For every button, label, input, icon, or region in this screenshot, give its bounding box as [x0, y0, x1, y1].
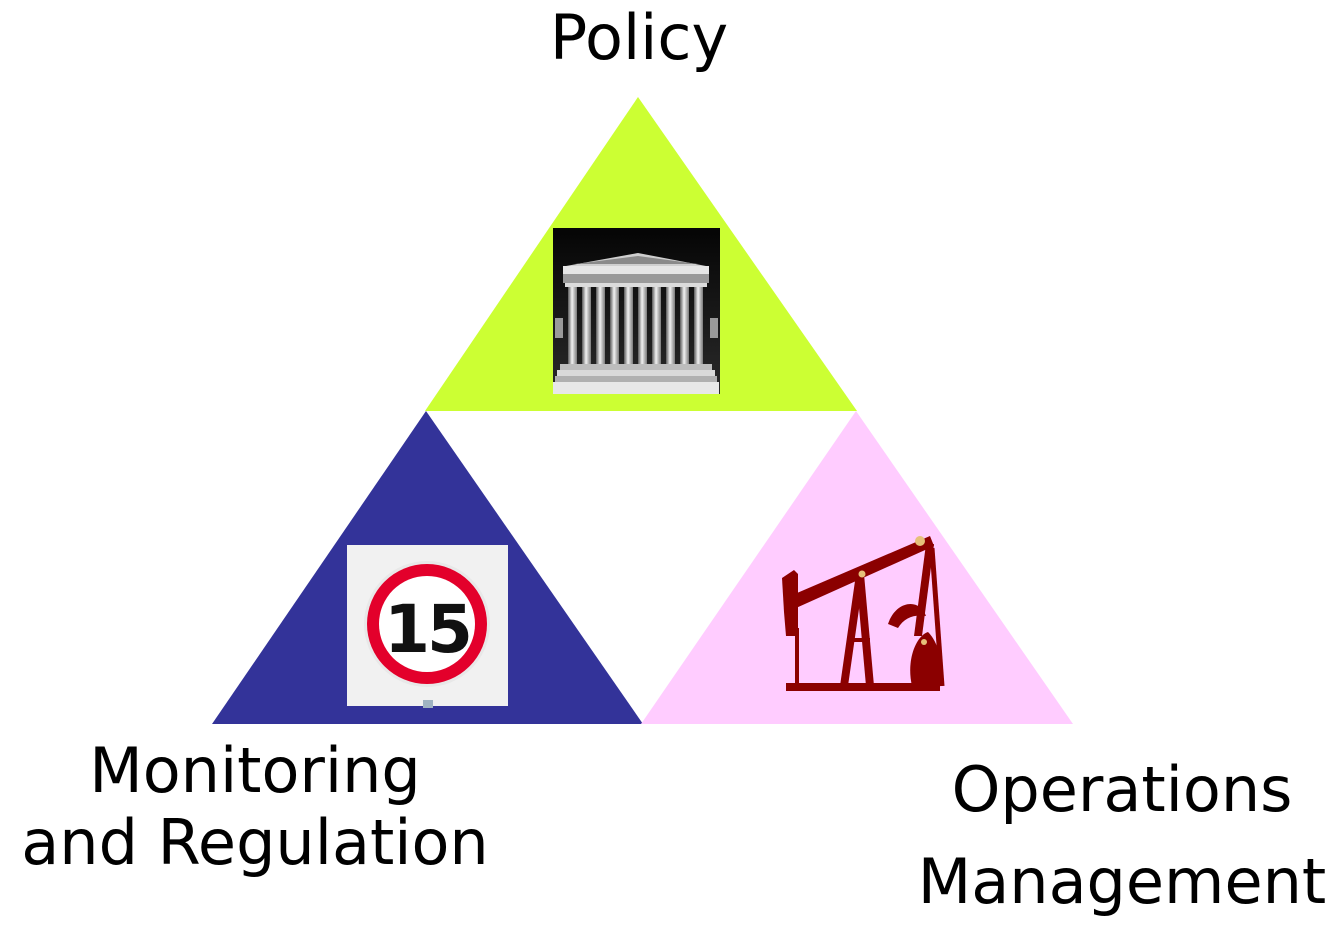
oil-pump-jack-icon	[782, 536, 945, 691]
monitoring-label-line-1: Monitoring	[89, 734, 421, 807]
operations-label-line-1: Operations	[951, 753, 1293, 826]
triad-diagram: 15	[212, 97, 1073, 724]
operations-label-line-2: Management	[917, 845, 1327, 918]
speed-limit-number: 15	[384, 591, 470, 668]
courthouse-icon	[553, 228, 720, 394]
speed-limit-sign-icon: 15	[347, 545, 508, 708]
monitoring-label-line-2: and Regulation	[21, 806, 489, 879]
operations-management-label: Operations Management	[905, 744, 1339, 928]
monitoring-regulation-label: Monitoring and Regulation	[0, 735, 510, 879]
policy-label: Policy	[549, 1, 729, 74]
